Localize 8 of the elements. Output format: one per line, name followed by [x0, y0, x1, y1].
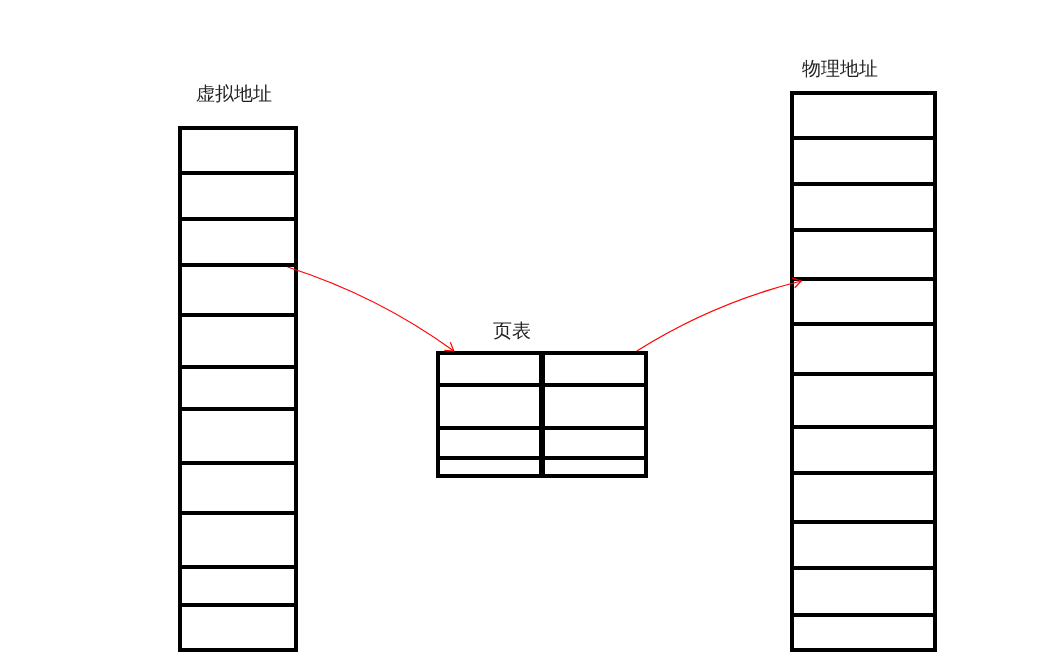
arrow: [636, 277, 802, 352]
page-table: [438, 318, 648, 476]
column-heading: 虚拟地址: [196, 81, 272, 106]
memory-column: [792, 56, 937, 650]
memory-column: [180, 81, 298, 650]
column-heading: 物理地址: [802, 56, 878, 81]
arrow: [286, 266, 455, 352]
column-heading: 页表: [493, 318, 531, 343]
